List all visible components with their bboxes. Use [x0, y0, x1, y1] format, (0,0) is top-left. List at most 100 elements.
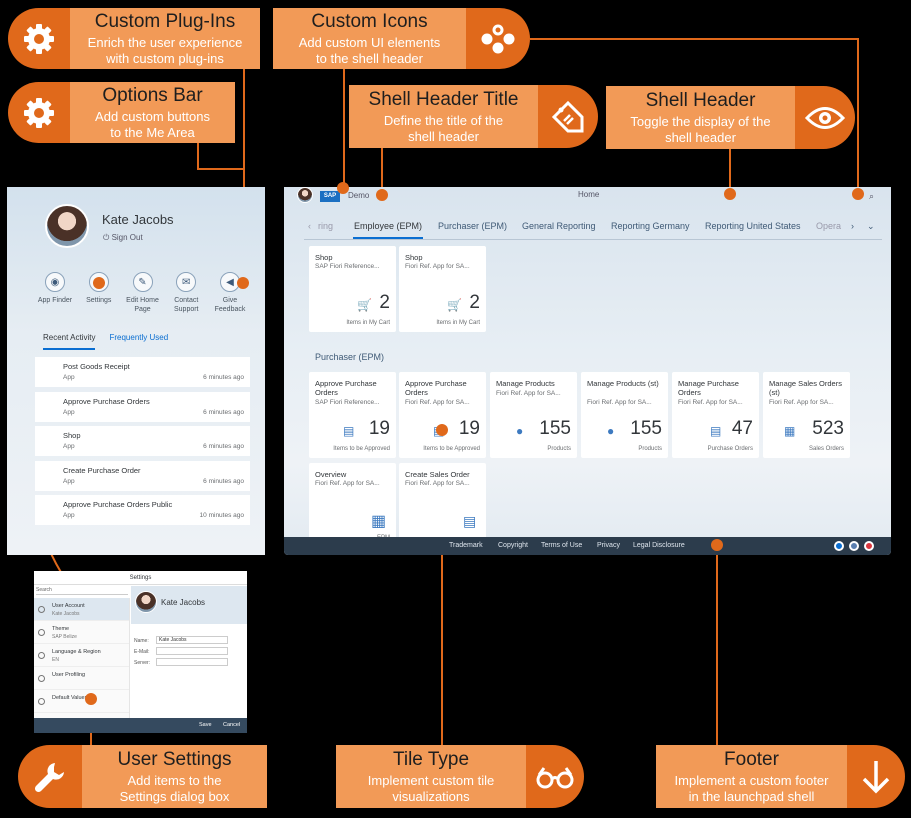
tab-reporting-germany[interactable]: Reporting Germany	[611, 221, 690, 231]
callout-desc: Define the title of the	[383, 112, 504, 128]
tile-subtitle: SAP Fiori Reference...	[315, 263, 380, 270]
callout-title: Shell Header Title	[368, 88, 519, 110]
tile-number: 47	[731, 418, 753, 439]
settings-search[interactable]: Search	[36, 587, 128, 595]
item-time: 10 minutes ago	[199, 512, 244, 519]
marker-dot	[237, 277, 249, 289]
footer-dot[interactable]	[864, 541, 874, 551]
field-label: Server:	[134, 660, 151, 666]
email-input[interactable]	[156, 647, 228, 655]
callout-desc: shell header	[408, 128, 479, 144]
marker-dot	[711, 539, 723, 551]
footer-dot[interactable]	[834, 541, 844, 551]
tab-purchaser[interactable]: Purchaser (EPM)	[438, 221, 508, 231]
shell-app-title[interactable]: Demo	[348, 191, 370, 200]
tile-title: Shop	[315, 253, 333, 262]
tile[interactable]: Approve Purchase Orders SAP Fiori Refere…	[309, 372, 396, 458]
footer-dot[interactable]	[849, 541, 859, 551]
tile[interactable]: Shop SAP Fiori Reference... 🛒 2 Items in…	[309, 246, 396, 332]
tab-prev-arrow[interactable]: ‹	[308, 221, 311, 231]
footer-link-legal[interactable]: Legal Disclosure	[633, 542, 685, 549]
tile[interactable]: Approve Purchase Orders Fiori Ref. App f…	[399, 372, 486, 458]
launchpad: SAP Demo Home ⌕ ‹ ring Employee (EPM) Pu…	[284, 187, 891, 555]
settings-profile: Kate Jacobs	[131, 586, 247, 624]
dots-icon	[466, 8, 530, 69]
tile[interactable]: Manage Products (st) Fiori Ref. App for …	[581, 372, 668, 458]
user-icon	[38, 606, 45, 613]
name-input[interactable]: Kate Jacobs	[156, 636, 228, 644]
avatar[interactable]	[45, 204, 89, 248]
search-icon[interactable]: ⌕	[869, 191, 875, 201]
callout-title: Custom Plug-Ins	[94, 10, 236, 32]
cart-icon: 🛒	[447, 298, 462, 312]
tile[interactable]: Manage Sales Orders (st) Fiori Ref. App …	[763, 372, 850, 458]
tile[interactable]: Create Sales Order Fiori Ref. App for SA…	[399, 463, 486, 543]
name-field: Name:Kate Jacobs	[134, 636, 228, 644]
sales-icon: ▤	[463, 513, 477, 529]
callout-desc: Add custom buttons	[95, 108, 210, 124]
tab-ring[interactable]: ring	[318, 221, 334, 231]
tab-general-reporting[interactable]: General Reporting	[522, 221, 596, 231]
avatar	[135, 591, 157, 613]
tile-number: 2	[469, 292, 480, 313]
action-give-feedback[interactable]: ◀Give Feedback	[210, 272, 250, 314]
tile-subtitle: Fiori Ref. App for SA...	[587, 399, 652, 406]
callout-title: Footer	[724, 748, 779, 770]
tab-opera[interactable]: Opera	[816, 221, 842, 231]
connector-line	[197, 143, 199, 169]
footer-link-copyright[interactable]: Copyright	[498, 542, 528, 549]
tab-next-arrow[interactable]: ›	[851, 221, 854, 231]
tab-recent-activity[interactable]: Recent Activity	[43, 333, 96, 350]
connector-line	[243, 69, 245, 284]
tile-number: 2	[379, 292, 390, 313]
tile-number: 19	[368, 418, 390, 439]
tile[interactable]: Overview Fiori Ref. App for SA... ▦ EPM	[309, 463, 396, 543]
callout-desc: visualizations	[392, 788, 470, 804]
item-sub: App	[63, 477, 75, 485]
pencil-icon: ✎	[132, 272, 153, 292]
tile[interactable]: Manage Products Fiori Ref. App for SA...…	[490, 372, 577, 458]
callout-desc: to the shell header	[316, 50, 423, 66]
footer-link-terms[interactable]: Terms of Use	[541, 542, 583, 549]
avatar[interactable]	[297, 187, 313, 203]
tile[interactable]: Shop Fiori Ref. App for SA... 🛒 2 Items …	[399, 246, 486, 332]
save-button[interactable]: Save	[199, 722, 212, 728]
options-bar: ◉App Finder ⚙Settings ✎Edit Home Page ✉C…	[35, 272, 250, 314]
item-title: Approve Purchase Orders Public	[63, 500, 173, 509]
action-label: Settings	[86, 297, 112, 304]
shell-title: Home	[578, 190, 600, 199]
item-label: Default Values	[52, 695, 88, 701]
binoculars-icon: ◉	[45, 272, 65, 292]
action-edit-home-page[interactable]: ✎Edit Home Page	[123, 272, 163, 314]
footer-link-privacy[interactable]: Privacy	[597, 542, 620, 549]
tab-frequently-used[interactable]: Frequently Used	[109, 333, 169, 342]
server-input[interactable]	[156, 658, 228, 666]
tile-footer: Sales Orders	[808, 446, 844, 452]
item-sub: App	[63, 512, 75, 519]
settings-item-default-values[interactable]: Default Values	[34, 690, 129, 713]
item-time: 6 minutes ago	[203, 443, 244, 450]
cancel-button[interactable]: Cancel	[223, 722, 241, 728]
action-contact-support[interactable]: ✉Contact Support	[166, 272, 206, 314]
tile[interactable]: Manage Purchase Orders Fiori Ref. App fo…	[672, 372, 759, 458]
document-icon: ▤	[343, 424, 355, 438]
tab-employee[interactable]: Employee (EPM)	[354, 221, 423, 231]
chevron-down-icon[interactable]: ⌄	[867, 221, 875, 231]
sign-out-link[interactable]: ⏻ Sign Out	[103, 233, 143, 242]
action-app-finder[interactable]: ◉App Finder	[35, 272, 75, 314]
action-label: Give Feedback	[214, 297, 246, 313]
footer-link-trademark[interactable]: Trademark	[449, 542, 483, 549]
tile-subtitle: Fiori Ref. App for SA...	[405, 399, 470, 406]
settings-item-user-profiling[interactable]: User Profiling	[34, 667, 129, 690]
tab-reporting-us[interactable]: Reporting United States	[705, 221, 801, 231]
server-field: Server:	[134, 658, 228, 666]
